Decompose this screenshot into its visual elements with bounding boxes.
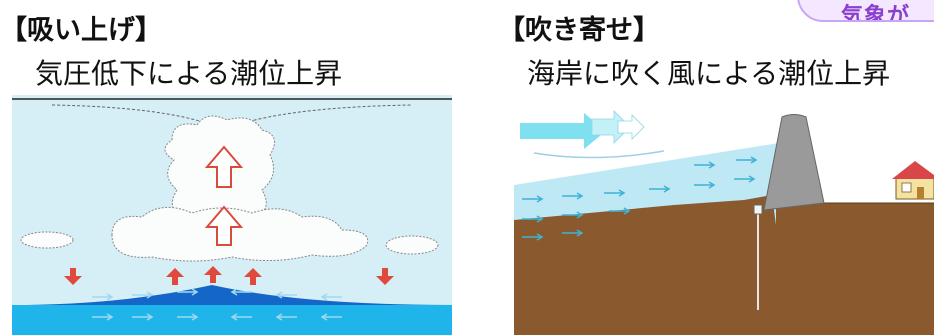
wind-setup-subtitle: 海岸に吹く風による潮位上昇 xyxy=(527,57,891,90)
current-arrow-icon xyxy=(522,156,758,241)
current-arrow-icon xyxy=(92,288,342,321)
pressure-arrow-icon xyxy=(64,266,394,285)
corner-badge-text: 気象が xyxy=(841,4,911,22)
wind-arrow-icon xyxy=(520,110,665,159)
suction-diagram xyxy=(12,95,452,335)
ground xyxy=(514,195,776,335)
ground-land xyxy=(776,203,934,335)
seawall-icon xyxy=(763,114,825,211)
wind-setup-heading: 【吹き寄せ】 xyxy=(498,15,660,46)
house-icon xyxy=(892,161,934,200)
suction-subtitle: 気圧低下による潮位上昇 xyxy=(35,57,343,90)
updraft-arrow-icon xyxy=(204,145,244,246)
suction-heading: 【吸い上げ】 xyxy=(0,15,162,46)
sea xyxy=(12,305,452,335)
wind-setup-diagram xyxy=(514,95,934,335)
corner-badge: 気象が xyxy=(797,0,934,22)
